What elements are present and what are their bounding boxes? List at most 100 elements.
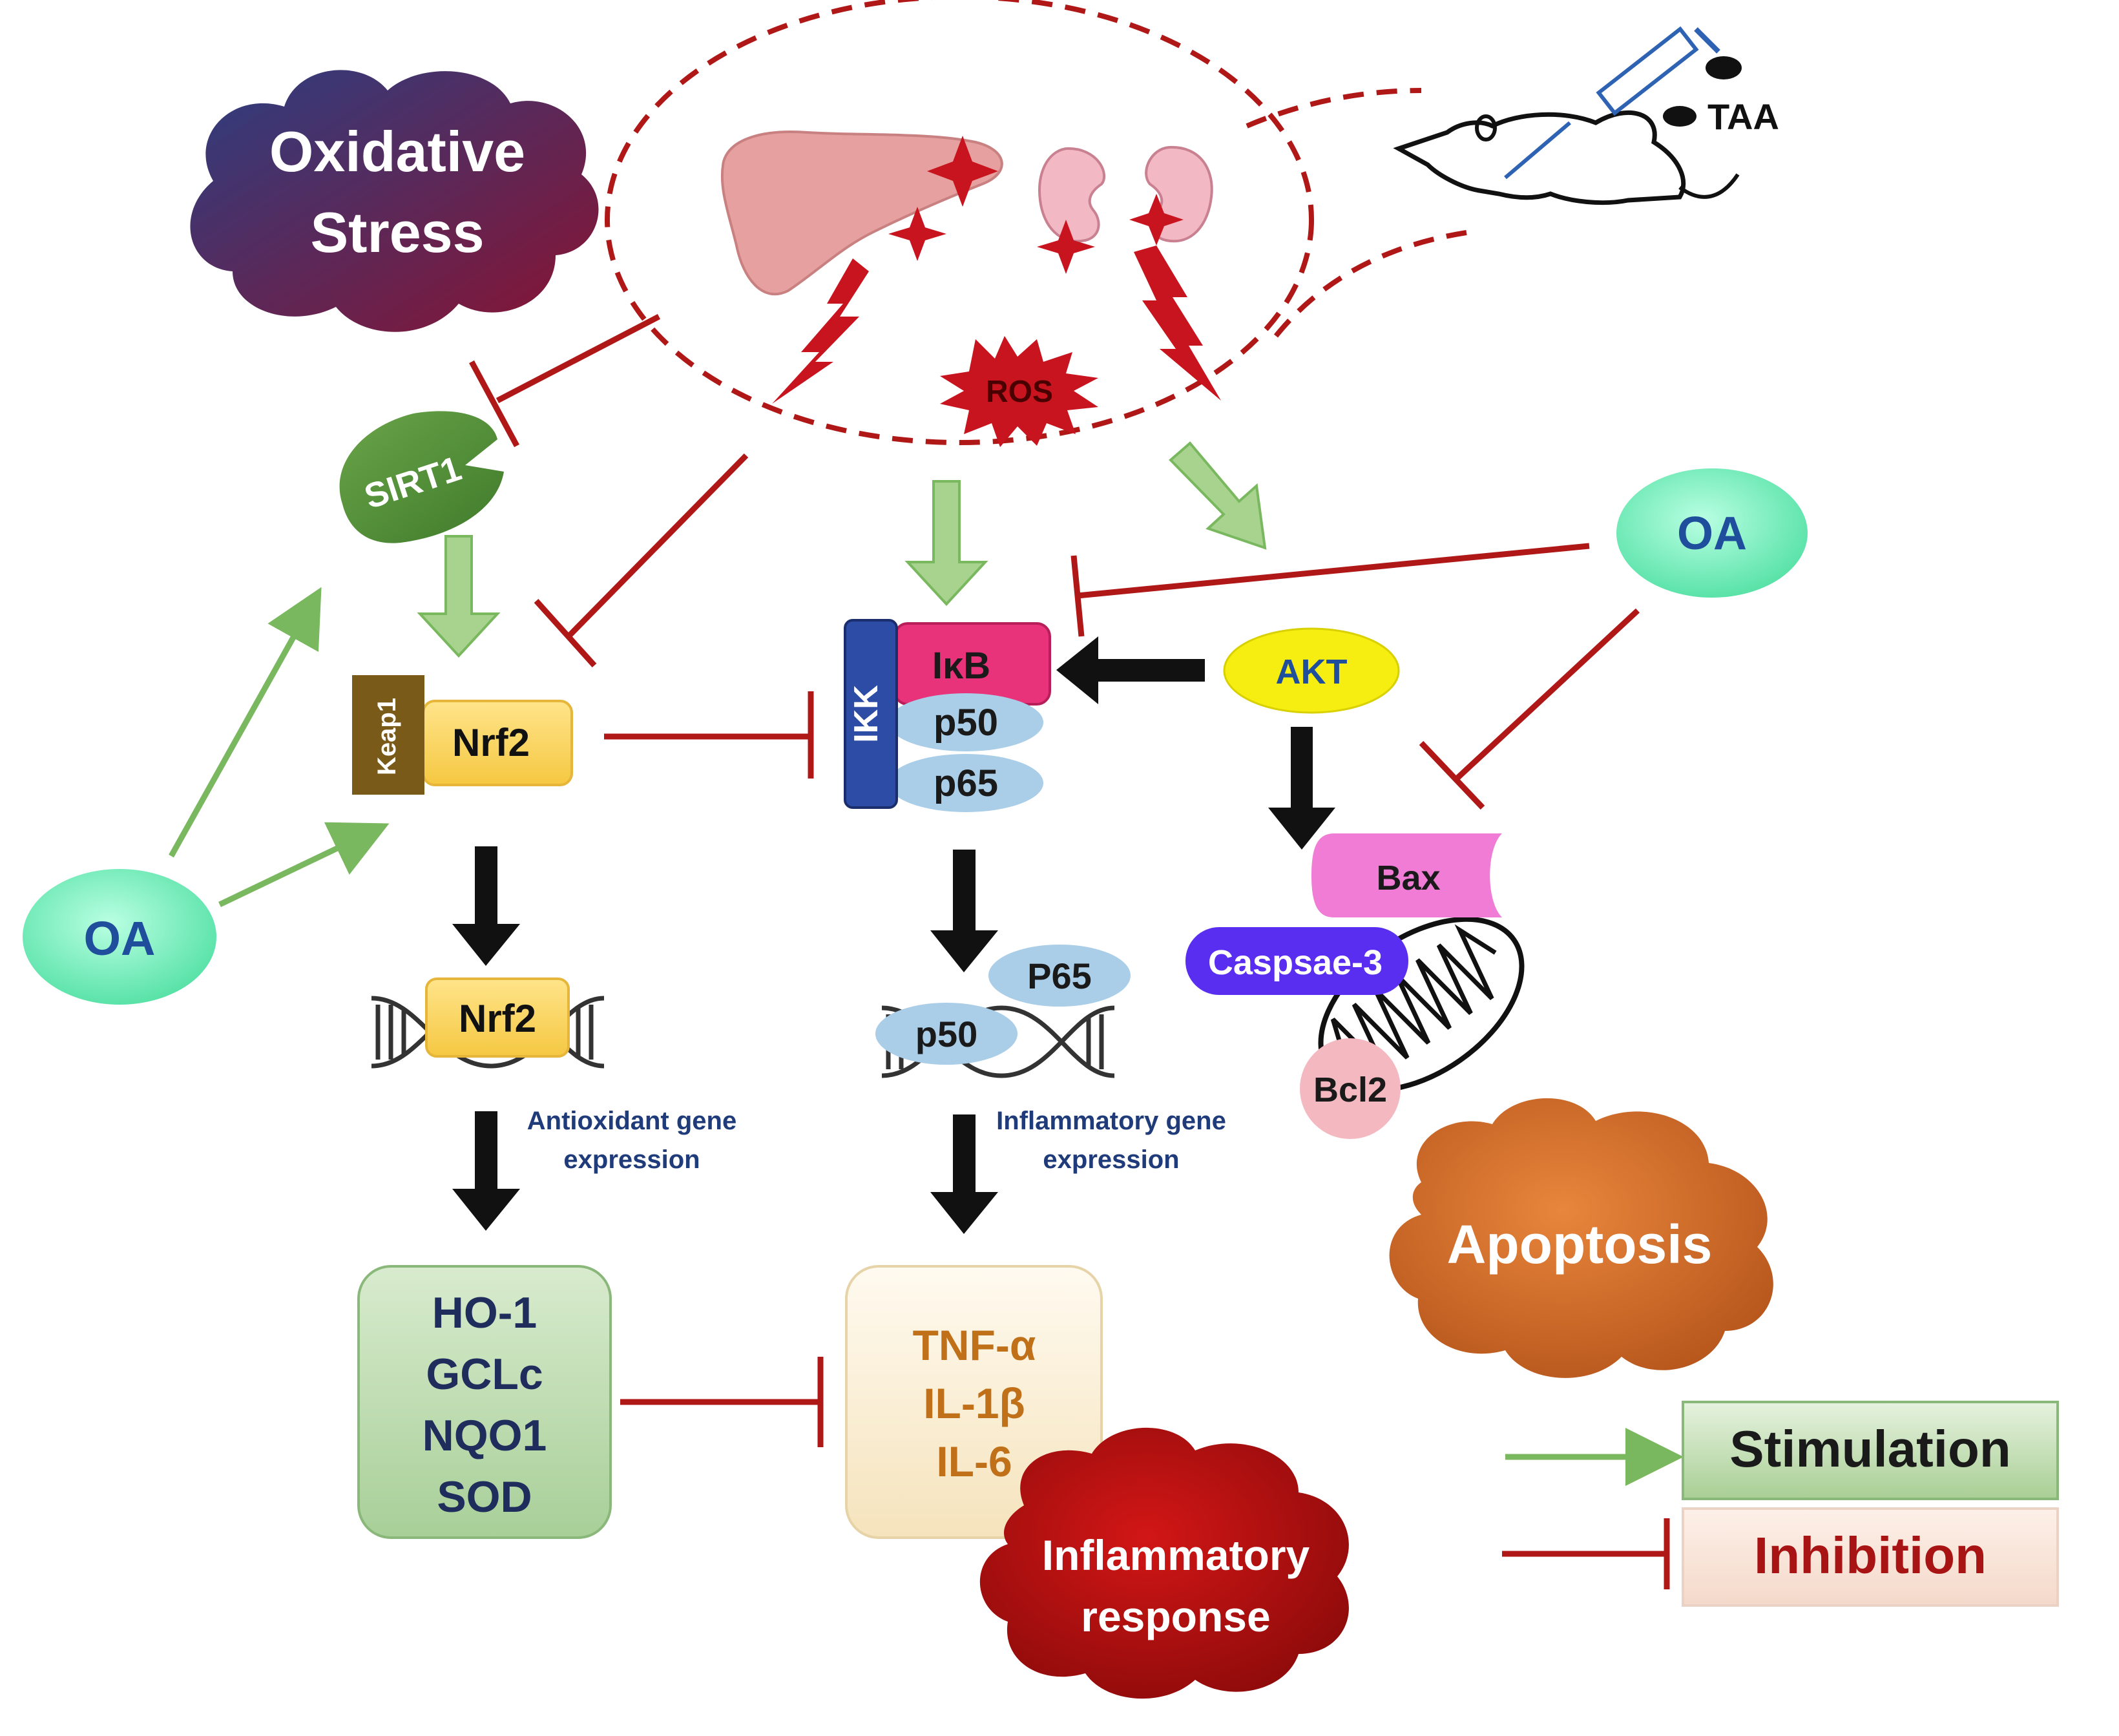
cytokine-item: IL-1β [923,1379,1025,1427]
oa-left-label: OA [84,912,156,965]
arrow-nrf2-dna [452,846,520,966]
inhibit-sirt1-line [496,314,661,403]
keap1-nrf2-complex: Nrf2 Keap1 [352,675,573,795]
stim-ros-ikk [904,480,988,606]
organ-dashed-ellipse [605,0,1314,445]
p65-pill [888,754,1043,812]
stimulation-arrows [169,441,1267,908]
ikk-label: IKK [848,685,885,743]
enzyme-item: NQO1 [423,1411,547,1460]
bcl2-circle [1300,1038,1401,1139]
antioxidant-caption-line2: expression [563,1145,700,1174]
damage-star-icon [1129,194,1184,246]
oa-left-node: OA [23,869,216,1005]
akt-node: AKT [1223,627,1400,714]
inhibit-ikb-bar [1070,555,1085,637]
inhibit-nrf2-line [566,453,749,639]
taa-label: TAA [1707,96,1779,137]
nrf2-label: Nrf2 [452,721,530,764]
taa-pill-icon [1706,56,1742,79]
antioxidant-enzymes-box: HO-1 GCLc NQO1 SOD [357,1265,612,1539]
taa-pill-icon [1663,106,1696,127]
rat-taa-injection: TAA [1393,26,1779,205]
nrf2-dna-label: Nrf2 [459,997,536,1040]
p65-dna-label: P65 [1027,956,1092,996]
cytokine-item: TNF-α [913,1321,1036,1369]
damage-star-icon [1037,220,1095,274]
inhibit-bax-bar [1419,740,1485,810]
p65-label: p65 [934,762,998,804]
nrf2-dna-box [425,978,570,1058]
inflammatory-caption-line1: Inflammatory gene [996,1107,1226,1135]
stim-oa-nrf2 [218,822,390,908]
inhibit-bax-line [1454,608,1640,781]
bax-box [1311,833,1502,917]
kidney-left-icon [1038,147,1106,243]
inflammatory-response-line2: response [1081,1593,1270,1640]
legend-stimulation-label: Stimulation [1729,1420,2011,1478]
inflammatory-response-cloud: Inflammatory response [979,1427,1349,1699]
inhibit-sirt1-bar [469,360,519,448]
p50-dna-label: p50 [915,1014,978,1054]
arrow-nfkbdna-cytokines [930,1114,998,1234]
nrf2-caption: Antioxidant gene expression [527,1107,736,1174]
inflammatory-response-line1: Inflammatory [1042,1531,1310,1579]
oxidative-stress-line1: Oxidative [269,120,525,183]
syringe-icon [1504,26,1720,180]
p50-label: p50 [934,702,998,744]
damage-star-icon [927,136,998,207]
p50-dna-pill [875,1003,1018,1065]
stim-ros-akt [1169,441,1267,550]
oxidative-stress-line2: Stress [310,200,484,264]
arrow-akt-ikb [1056,636,1205,704]
apoptosis-machinery: Bax Caspsae-3 Bcl2 [1185,833,1525,1139]
arrow-nrf2dna-antioxidant [452,1111,520,1231]
keap1-box [352,675,424,795]
apoptosis-label: Apoptosis [1447,1214,1713,1275]
p65-dna-pill [988,945,1131,1007]
rat-ear-icon [1475,114,1497,141]
oxidative-stress-cloud: Oxidative Stress [190,70,599,332]
keap1-label: Keap1 [373,698,401,775]
stim-oa-sirt1 [169,587,322,858]
stim-sirt1-nrf2 [417,535,501,658]
nfkb-dna-binding: P65 p50 [875,945,1131,1078]
nrf2-dna-binding: Nrf2 [371,978,605,1069]
inflammatory-caption-line2: expression [1043,1145,1179,1174]
p50-pill [888,693,1043,751]
enzyme-item: HO-1 [432,1288,537,1337]
legend-inhibition-box [1682,1507,2059,1607]
caspase-label: Caspsae-3 [1208,943,1383,982]
ikk-complex: IκB p50 p65 IKK [844,619,1051,812]
ikb-label: IκB [932,645,990,687]
rat-icon [1393,110,1686,205]
damage-star-icon [888,207,946,261]
legend-stimulation-box [1682,1401,2059,1500]
black-arrows [452,636,1335,1234]
enzyme-item: SOD [437,1472,532,1522]
ikk-bar [844,619,898,809]
apoptosis-cloud: Apoptosis [1389,1098,1773,1378]
enzyme-item: GCLc [426,1350,543,1399]
caspase-box [1185,927,1408,995]
bcl2-label: Bcl2 [1313,1071,1387,1109]
oa-right-label: OA [1677,508,1747,559]
bax-label: Bax [1376,859,1440,897]
legend-inhibition-label: Inhibition [1754,1527,1987,1584]
lightning-right-icon [1134,246,1221,401]
organ-damage-region: ROS [605,0,1467,447]
ros-burst-icon [940,336,1098,447]
arrow-akt-bax [1268,727,1335,850]
legend: Stimulation Inhibition [1502,1401,2059,1607]
sirt1-node: SIRT1 [339,411,504,543]
inhibition-arrows [469,314,1640,1447]
lightning-left-icon [772,258,869,404]
inhibit-nrf2-bar [534,598,597,668]
antioxidant-caption-line1: Antioxidant gene [527,1107,736,1135]
arrow-ikk-dna [930,850,998,972]
oa-right-node: OA [1616,468,1808,598]
ros-label: ROS [986,375,1053,409]
rat-tail-icon [1678,173,1740,199]
connector-dashes-bottom [1273,230,1467,338]
